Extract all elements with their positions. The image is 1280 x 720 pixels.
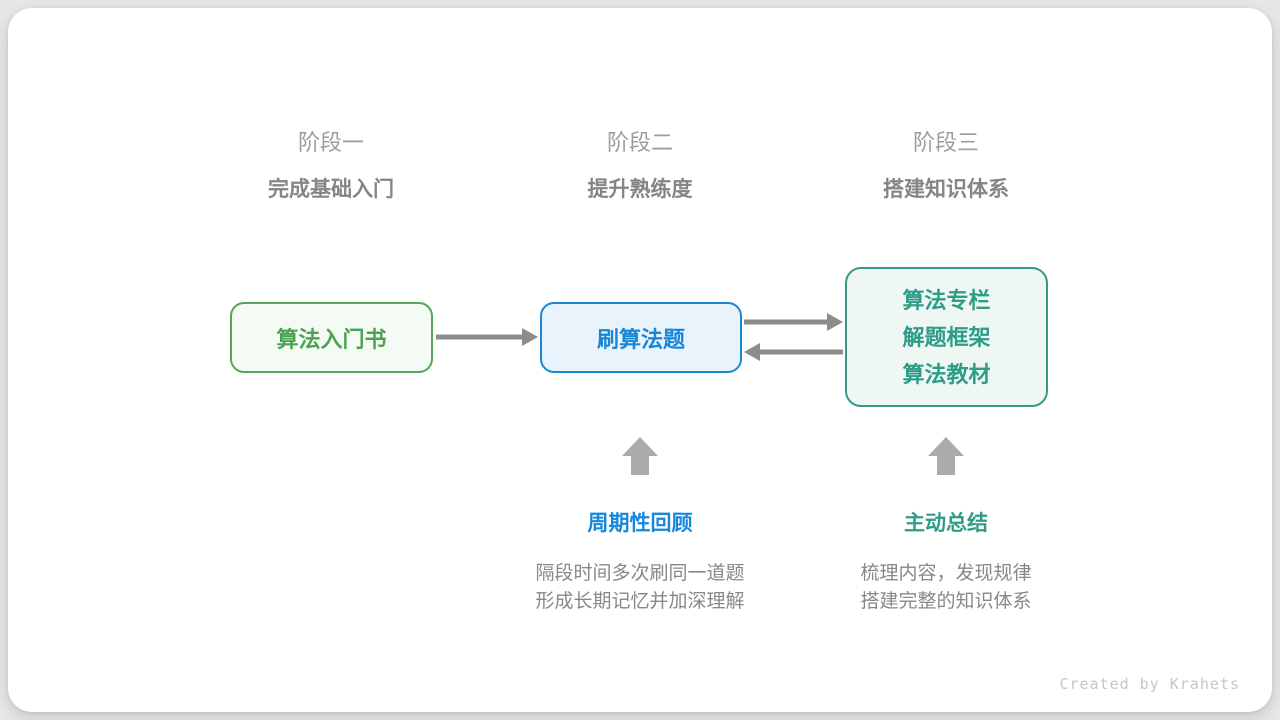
stage-1-header: 阶段一 完成基础入门	[228, 130, 434, 203]
annotation-active-summary-title: 主动总结	[904, 512, 988, 535]
node-knowledge-resources: 算法专栏 解题框架 算法教材	[845, 267, 1048, 407]
annotation-active-summary-desc-line-2: 搭建完整的知识体系	[860, 590, 1032, 612]
node-intro-book: 算法入门书	[230, 302, 433, 373]
annotation-active-summary-desc-line-1: 梳理内容，发现规律	[860, 563, 1032, 584]
annotation-periodic-review-desc-line-1: 隔段时间多次刷同一道题	[535, 563, 745, 584]
stage-2-label: 阶段二	[606, 130, 673, 155]
stage-1-subtitle: 完成基础入门	[268, 178, 394, 201]
stage-2-subtitle: 提升熟练度	[587, 178, 693, 201]
annotation-active-summary-desc: 梳理内容，发现规律 搭建完整的知识体系	[816, 560, 1076, 615]
node-resources-line-1: 算法专栏	[902, 287, 991, 313]
stage-3-label: 阶段三	[912, 130, 979, 155]
node-resources-line-3: 算法教材	[902, 361, 991, 387]
annotation-periodic-review-title: 周期性回顾	[587, 512, 693, 535]
stage-1-label: 阶段一	[297, 130, 364, 155]
credit-text: Created by Krahets	[1059, 675, 1240, 693]
annotation-active-summary: 主动总结 梳理内容，发现规律 搭建完整的知识体系	[816, 511, 1076, 615]
node-practice-problems-label: 刷算法题	[596, 326, 685, 352]
stage-3-header: 阶段三 搭建知识体系	[843, 130, 1049, 203]
stage-3-subtitle: 搭建知识体系	[883, 178, 1009, 201]
node-resources-line-2: 解题框架	[902, 324, 991, 350]
node-practice-problems: 刷算法题	[540, 302, 742, 373]
annotation-periodic-review-desc-line-2: 形成长期记忆并加深理解	[535, 590, 745, 612]
annotation-periodic-review-desc: 隔段时间多次刷同一道题 形成长期记忆并加深理解	[510, 560, 770, 615]
node-intro-book-label: 算法入门书	[276, 326, 387, 352]
stage-2-header: 阶段二 提升熟练度	[537, 130, 743, 203]
annotation-periodic-review: 周期性回顾 隔段时间多次刷同一道题 形成长期记忆并加深理解	[510, 511, 770, 615]
